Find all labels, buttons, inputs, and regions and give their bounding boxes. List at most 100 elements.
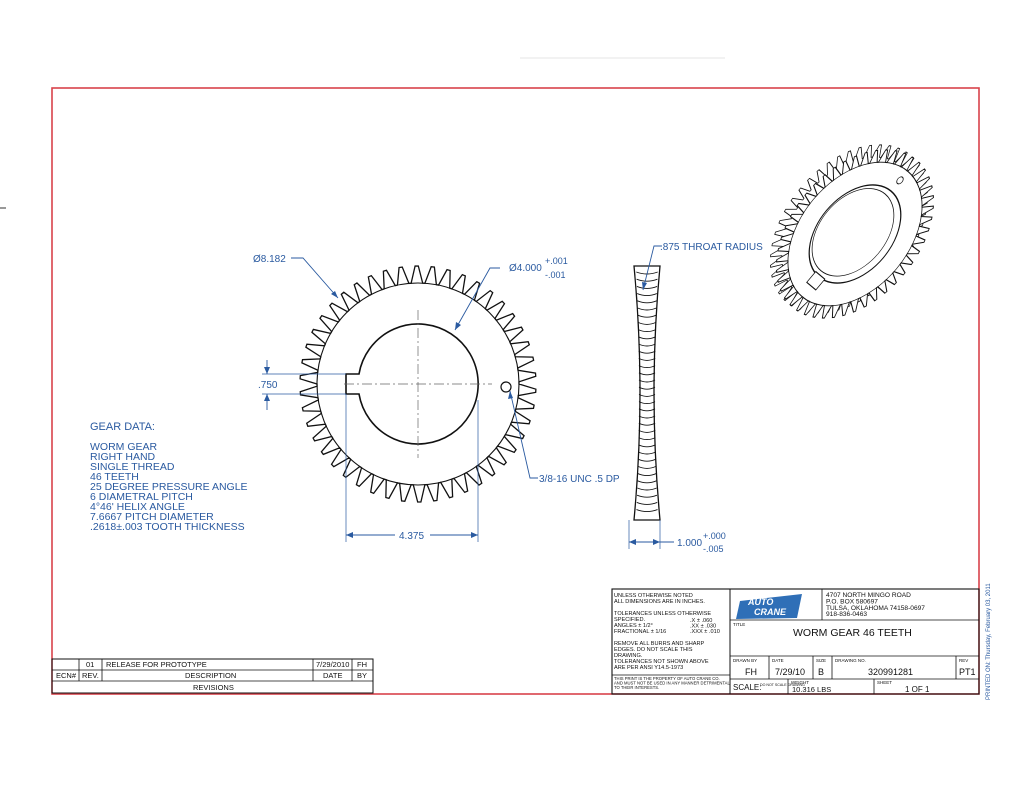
face-width-label: 1.000 <box>677 538 702 549</box>
side-tooth-line <box>638 379 656 383</box>
drawn-by: FH <box>745 667 757 677</box>
iso-root-circle <box>787 161 923 307</box>
side-tooth-line <box>637 473 657 477</box>
side-tooth-line <box>638 451 656 455</box>
revision: PT1 <box>959 667 976 677</box>
property-note: THIS PRINT IS THE PROPERTY OF AUTO CRANE… <box>614 676 730 690</box>
arrowhead <box>455 322 461 330</box>
scale-note: DO NOT SCALE DRAWING <box>760 683 805 687</box>
logo-text-1: AUTO <box>747 597 773 607</box>
side-tooth-line <box>636 509 658 513</box>
side-tooth-line <box>638 429 656 433</box>
iso-tapped-hole <box>896 176 904 185</box>
keyway-width-label: .750 <box>258 380 278 391</box>
side-tooth-line <box>638 393 656 397</box>
header-by: BY <box>357 671 367 680</box>
face-tolerance-plus: +.000 <box>703 531 726 541</box>
side-tooth-line <box>636 293 658 297</box>
arrowhead <box>264 367 270 374</box>
text-line: 46 TEETH <box>90 471 139 483</box>
gear-isometric-view <box>770 144 934 319</box>
side-tooth-line <box>638 401 656 405</box>
gear-root-circle <box>316 282 520 486</box>
text-line: TULSA, OKLAHOMA 74158-0697 <box>826 605 925 612</box>
weight: 10.316 LBS <box>792 685 831 694</box>
arrowhead <box>264 394 270 401</box>
outer-diameter-label: Ø8.182 <box>253 254 286 265</box>
side-tooth-line <box>638 386 656 390</box>
bore-diameter-label: Ø4.000 <box>509 263 542 274</box>
side-tooth-line <box>638 336 656 340</box>
text-line: SPECIFIED. <box>614 617 646 623</box>
logo-shape <box>736 594 802 619</box>
date-label: DATE <box>772 658 784 663</box>
text-line: THIS PRINT IS THE PROPERTY OF AUTO CRANE… <box>614 676 720 681</box>
gear-side-view <box>633 265 661 521</box>
text-line: .X ± .060 <box>690 618 712 624</box>
drawing-title: WORM GEAR 46 TEETH <box>793 627 912 639</box>
size-label: SIZE <box>816 658 826 663</box>
arrowhead <box>471 532 478 538</box>
text-line: SINGLE THREAD <box>90 461 175 473</box>
side-tooth-line <box>637 458 657 462</box>
side-tooth-line <box>637 307 657 311</box>
revisions-border <box>51 658 374 694</box>
leader-outer-diameter <box>291 257 339 299</box>
header-date: DATE <box>323 671 342 680</box>
date: 7/29/10 <box>775 667 805 677</box>
gear-data-heading: GEAR DATA: <box>90 421 155 433</box>
key-dimension-label: 4.375 <box>399 531 424 542</box>
revisions-table: 01 RELEASE FOR PROTOTYPE 7/29/2010 FH EC… <box>51 658 374 694</box>
tapped-hole <box>500 381 512 393</box>
side-tooth-line <box>638 415 656 419</box>
printed-on-stamp: PRINTED ON: Thursday, February 03, 2011 <box>986 583 992 700</box>
text-line: WORM GEAR <box>90 441 157 453</box>
gear-front-view <box>299 265 537 503</box>
arrowhead <box>508 391 513 399</box>
tapped-hole-label: 3/8-16 UNC .5 DP <box>539 474 620 485</box>
drawn-by-label: DRAWN BY <box>733 658 757 663</box>
side-tooth-line <box>638 350 656 354</box>
arrowhead <box>653 539 660 545</box>
text-line: 25 DEGREE PRESSURE ANGLE <box>90 481 248 493</box>
arrowhead <box>629 539 636 545</box>
header-ecn: ECN# <box>56 671 77 680</box>
scale-label: SCALE: <box>733 683 761 692</box>
header-rev: REV. <box>82 671 99 680</box>
text-line: UNLESS OTHERWISE NOTED <box>614 593 693 599</box>
text-line: 6 DIAMETRAL PITCH <box>90 491 193 503</box>
side-tooth-line <box>636 278 658 282</box>
side-gear-dimensions: .875 THROAT RADIUS 1.000 +.000 -.005 <box>628 242 763 554</box>
rev-label: REV <box>959 658 968 663</box>
text-line: TO THEIR INTERESTS. <box>614 685 659 690</box>
bore-tolerance-minus: -.001 <box>545 270 566 280</box>
face-tolerance-minus: -.005 <box>703 544 724 554</box>
side-tooth-line <box>636 285 658 289</box>
text-line: AND MUST NOT BE USED IN ANY MANNER DETRI… <box>614 680 730 685</box>
revisions-footer: REVISIONS <box>193 683 234 692</box>
arrowhead <box>346 532 353 538</box>
front-gear-dimensions: Ø8.182 Ø4.000 +.001 -.001 .750 3/8-16 UN… <box>253 254 620 542</box>
rev-description: RELEASE FOR PROTOTYPE <box>106 660 207 669</box>
text-line: RIGHT HAND <box>90 451 156 463</box>
text-line: TOLERANCES UNLESS OTHERWISE <box>614 611 711 617</box>
side-tooth-line <box>636 494 658 498</box>
leader-bore-diameter <box>454 267 500 331</box>
size: B <box>818 667 824 677</box>
leader-throat-radius <box>642 245 662 291</box>
sheet-label: SHEET <box>877 680 892 685</box>
text-line: 4°46' HELIX ANGLE <box>90 501 185 513</box>
text-line: ALL DIMENSIONS ARE IN INCHES. <box>614 599 705 605</box>
rev-by: FH <box>357 660 367 669</box>
side-tooth-line <box>636 501 658 505</box>
text-line: .2618±.003 TOOTH THICKNESS <box>90 521 245 533</box>
text-line: .XXX ± .010 <box>690 629 720 635</box>
arrowhead <box>331 291 338 298</box>
title-block-border <box>611 588 980 695</box>
side-tooth-line <box>638 343 656 347</box>
